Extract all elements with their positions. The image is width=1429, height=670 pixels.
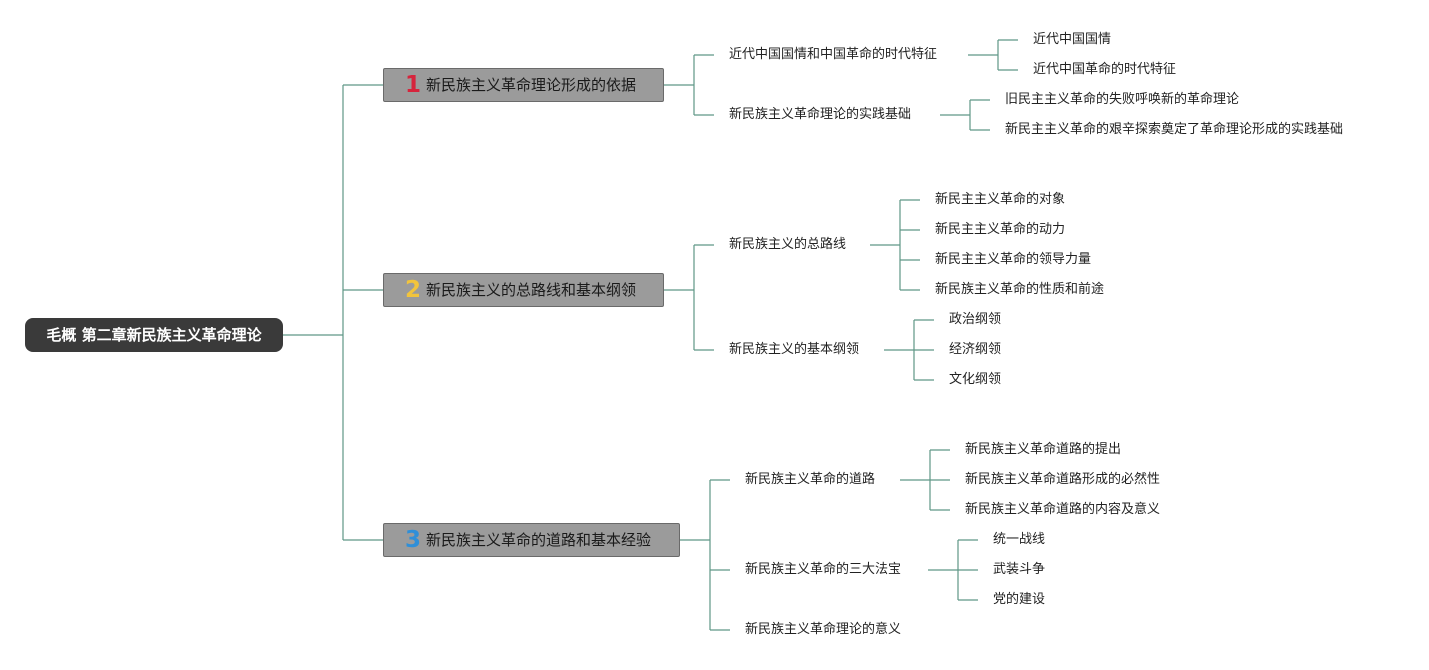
leaf-3-2-1[interactable]: 统一战线 <box>993 532 1046 547</box>
leaf-2-1-2[interactable]: 新民主主义革命的动力 <box>935 222 1066 237</box>
connector-branch-3 <box>680 479 730 631</box>
branch-1-label: 新民族主义革命理论形成的依据 <box>426 76 637 94</box>
leaf-3-1-3[interactable]: 新民族主义革命道路的内容及意义 <box>965 502 1161 517</box>
root-topic[interactable]: 毛概 第二章新民族主义革命理论 <box>25 318 283 352</box>
connector-branch-2 <box>664 244 714 351</box>
connector-b2-s2 <box>884 319 934 381</box>
leaf-1-2-2[interactable]: 新民主主义革命的艰辛探索奠定了革命理论形成的实践基础 <box>1005 122 1344 137</box>
connector-b3-s2 <box>928 539 978 601</box>
branch-3-topic[interactable]: 3 新民族主义革命的道路和基本经验 <box>383 523 680 557</box>
connector-branch-1 <box>664 54 714 116</box>
leaf-1-1-2[interactable]: 近代中国革命的时代特征 <box>1033 62 1177 77</box>
connector-b1-s2 <box>940 99 990 131</box>
subtopic-3-3[interactable]: 新民族主义革命理论的意义 <box>745 622 902 637</box>
leaf-2-1-1[interactable]: 新民主主义革命的对象 <box>935 192 1066 207</box>
subtopic-3-2[interactable]: 新民族主义革命的三大法宝 <box>745 562 902 577</box>
subtopic-2-1[interactable]: 新民族主义的总路线 <box>729 237 847 252</box>
number-2-icon: 2 <box>404 277 421 303</box>
number-1-icon: 1 <box>404 72 421 98</box>
number-3-icon: 3 <box>404 527 421 553</box>
subtopic-1-1[interactable]: 近代中国国情和中国革命的时代特征 <box>729 47 938 62</box>
subtopic-1-2[interactable]: 新民族主义革命理论的实践基础 <box>729 107 912 122</box>
leaf-2-2-2[interactable]: 经济纲领 <box>949 342 1002 357</box>
leaf-1-2-1[interactable]: 旧民主主义革命的失败呼唤新的革命理论 <box>1005 92 1240 107</box>
leaf-3-2-2[interactable]: 武装斗争 <box>993 562 1046 577</box>
connector-root-branches <box>343 84 383 541</box>
subtopic-2-2[interactable]: 新民族主义的基本纲领 <box>729 342 860 357</box>
branch-2-label: 新民族主义的总路线和基本纲领 <box>426 281 637 299</box>
connector-b3-s1 <box>900 449 950 511</box>
branch-3-label: 新民族主义革命的道路和基本经验 <box>426 531 652 549</box>
subtopic-3-1[interactable]: 新民族主义革命的道路 <box>745 472 876 487</box>
leaf-2-1-4[interactable]: 新民族主义革命的性质和前途 <box>935 282 1105 297</box>
leaf-2-2-3[interactable]: 文化纲领 <box>949 372 1002 387</box>
connector-b2-s1 <box>870 199 920 291</box>
leaf-3-1-1[interactable]: 新民族主义革命道路的提出 <box>965 442 1122 457</box>
leaf-2-2-1[interactable]: 政治纲领 <box>949 312 1002 327</box>
leaf-1-1-1[interactable]: 近代中国国情 <box>1033 32 1112 47</box>
leaf-3-2-3[interactable]: 党的建设 <box>993 592 1046 607</box>
connector-b1-s1 <box>968 39 1018 71</box>
branch-1-topic[interactable]: 1 新民族主义革命理论形成的依据 <box>383 68 664 102</box>
branch-2-topic[interactable]: 2 新民族主义的总路线和基本纲领 <box>383 273 664 307</box>
leaf-2-1-3[interactable]: 新民主主义革命的领导力量 <box>935 252 1092 267</box>
leaf-3-1-2[interactable]: 新民族主义革命道路形成的必然性 <box>965 472 1161 487</box>
